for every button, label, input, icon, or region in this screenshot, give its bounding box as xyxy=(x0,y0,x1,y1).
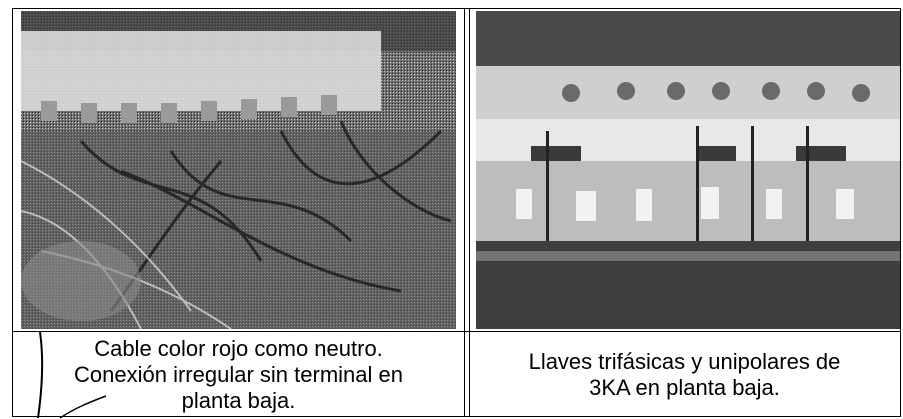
row-divider xyxy=(13,331,900,332)
handwritten-mark-icon xyxy=(37,331,107,419)
caption-line: Conexión irregular sin terminal en xyxy=(74,362,403,387)
breakers-photo-graphic xyxy=(476,11,900,329)
photo-circuit-breakers xyxy=(476,11,900,329)
caption-line: Llaves trifásicas y unipolares de xyxy=(528,349,841,374)
caption-line: 3KA en planta baja. xyxy=(589,375,780,400)
caption-line: Cable color rojo como neutro. xyxy=(94,336,383,361)
caption-right: Llaves trifásicas y unipolares de 3KA en… xyxy=(469,333,900,417)
column-divider xyxy=(464,9,465,416)
wiring-photo-graphic xyxy=(21,11,456,329)
caption-left: Cable color rojo como neutro. Conexión i… xyxy=(13,333,464,417)
photo-wiring-panel xyxy=(21,11,456,329)
figure-table: Cable color rojo como neutro. Conexión i… xyxy=(12,8,901,417)
column-divider-inner xyxy=(469,9,470,416)
caption-line: planta baja. xyxy=(181,388,296,413)
